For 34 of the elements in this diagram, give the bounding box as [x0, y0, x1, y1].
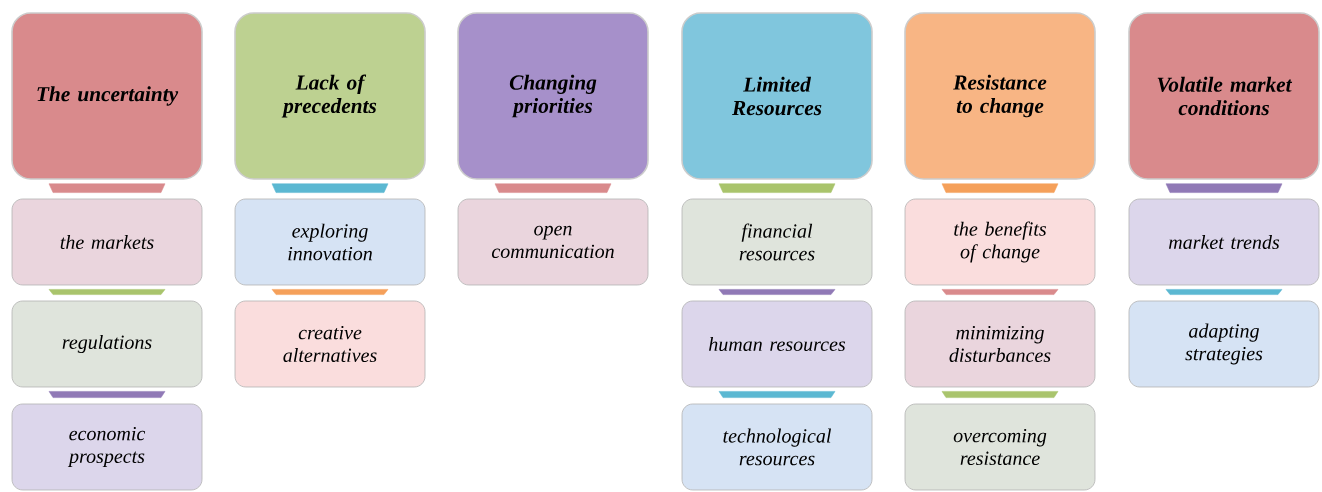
item-box: open communication — [457, 198, 649, 286]
item-box: technological resources — [681, 403, 873, 491]
category-box: Resistance to change — [904, 12, 1096, 180]
category-box: Changing priorities — [457, 12, 649, 180]
item-box: overcoming resistance — [904, 403, 1096, 491]
item-box: the markets — [11, 198, 203, 286]
connector-bar — [48, 183, 166, 193]
item-box: human resources — [681, 300, 873, 388]
item-box: market trends — [1128, 198, 1320, 286]
item-box: economic prospects — [11, 403, 203, 491]
connector-bar — [718, 289, 836, 295]
item-box: exploring innovation — [234, 198, 426, 286]
category-box: Limited Resources — [681, 12, 873, 180]
item-box: creative alternatives — [234, 300, 426, 388]
item-box: minimizing disturbances — [904, 300, 1096, 388]
connector-bar — [48, 289, 166, 295]
connector-bar — [941, 183, 1059, 193]
item-box: the benefits of change — [904, 198, 1096, 286]
connector-bar — [48, 391, 166, 398]
item-box: regulations — [11, 300, 203, 388]
connector-bar — [271, 183, 389, 193]
connector-bar — [941, 391, 1059, 398]
item-box: financial resources — [681, 198, 873, 286]
connector-bar — [718, 183, 836, 193]
connector-bar — [494, 183, 612, 193]
connector-bar — [1165, 289, 1283, 295]
connector-bar — [1165, 183, 1283, 193]
category-box: Volatile market conditions — [1128, 12, 1320, 180]
category-box: Lack of precedents — [234, 12, 426, 180]
connector-bar — [941, 289, 1059, 295]
connector-bar — [271, 289, 389, 295]
item-box: adapting strategies — [1128, 300, 1320, 388]
category-box: The uncertainty — [11, 12, 203, 180]
connector-bar — [718, 391, 836, 398]
